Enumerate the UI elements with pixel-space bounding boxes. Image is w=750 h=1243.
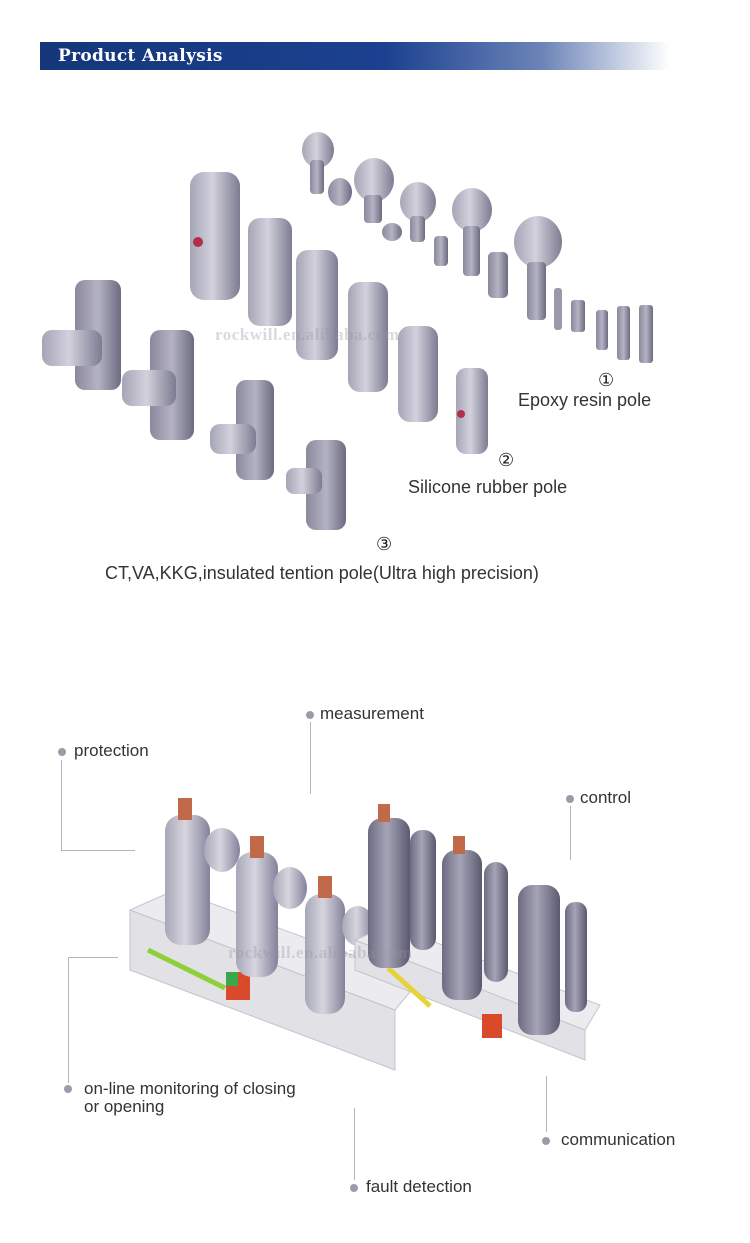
control-line — [570, 806, 571, 860]
control-label: control — [580, 788, 632, 807]
poles-illustration — [42, 132, 653, 530]
ct-label: CT,VA,KKG,insulated tention pole(Ultra h… — [105, 563, 539, 583]
monitoring-dot — [64, 1085, 72, 1093]
silicone-label: Silicone rubber pole — [408, 477, 568, 497]
fault-label: fault detection — [366, 1177, 472, 1196]
measurement-label: measurement — [320, 704, 424, 723]
protection-dot — [58, 748, 66, 756]
measurement-line — [310, 722, 311, 794]
protection-label: protection — [74, 741, 149, 760]
watermark-bottom: rockwill.en.alibaba.com — [228, 943, 413, 962]
ct-poles — [42, 280, 346, 530]
communication-dot — [542, 1137, 550, 1145]
protection-line-h — [61, 850, 135, 851]
measurement-dot — [306, 711, 314, 719]
control-dot — [566, 795, 574, 803]
silicone-poles — [190, 172, 488, 454]
section-header-bar: Product Analysis — [40, 42, 670, 70]
breaker-illustration — [128, 798, 601, 1071]
section-title: Product Analysis — [58, 46, 223, 66]
fault-line — [354, 1108, 355, 1180]
monitoring-label: on-line monitoring of closing or opening — [84, 1079, 296, 1116]
watermark-top: rockwill.en.alibaba.com — [215, 325, 400, 344]
epoxy-number: ① — [598, 370, 615, 390]
ct-number: ③ — [376, 534, 393, 554]
epoxy-label: Epoxy resin pole — [518, 390, 652, 410]
fault-dot — [350, 1184, 358, 1192]
communication-line — [546, 1076, 547, 1132]
monitoring-line-h — [68, 957, 118, 958]
protection-line-v — [61, 760, 62, 850]
epoxy-parts — [302, 132, 653, 363]
monitoring-line-v — [68, 957, 69, 1083]
silicone-number: ② — [498, 450, 515, 470]
communication-label: communication — [561, 1130, 676, 1149]
